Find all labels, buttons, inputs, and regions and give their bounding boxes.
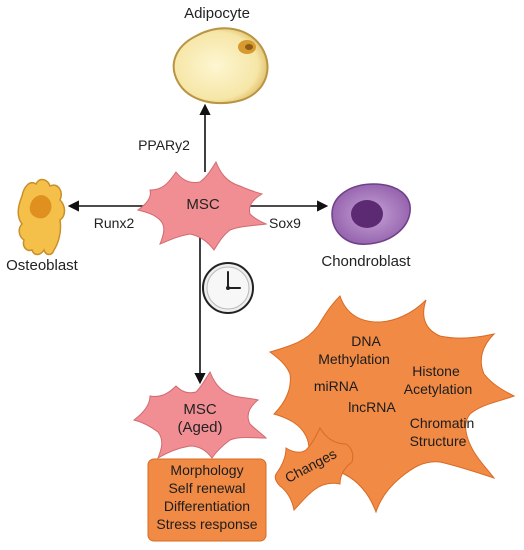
methylation-label: Methylation (318, 351, 390, 367)
osteoblast-nucleus (29, 195, 52, 219)
mirna-label: miRNA (314, 378, 359, 394)
aged-msc-label-line1: MSC (183, 401, 217, 418)
chromatin-label: Chromatin (410, 415, 475, 431)
structure-label: Structure (410, 433, 467, 449)
dna-label: DNA (351, 333, 381, 349)
osteoblast-label: Osteoblast (6, 257, 79, 274)
aged-msc-cell (132, 370, 268, 460)
pparg2-label: PPARy2 (138, 137, 190, 153)
aging-effect-item: Self renewal (168, 480, 245, 496)
sox9-label: Sox9 (269, 215, 301, 231)
adipocyte-label: Adipocyte (184, 5, 250, 22)
acetylation-label: Acetylation (404, 381, 472, 397)
chondroblast-cell (331, 183, 411, 245)
chondroblast-nucleus (351, 200, 383, 228)
chondroblast-label: Chondroblast (321, 253, 411, 270)
lncrna-label: lncRNA (348, 399, 396, 415)
aging-effect-item: Stress response (156, 516, 257, 532)
changes-cell (274, 426, 354, 512)
histone-label: Histone (412, 363, 460, 379)
osteoblast-cell (17, 178, 66, 256)
msc-label: MSC (186, 196, 220, 213)
adipocyte-cell (172, 27, 269, 105)
runx2-label: Runx2 (94, 215, 135, 231)
aging-effect-item: Differentiation (164, 498, 250, 514)
aged-msc-label-line2: (Aged) (177, 419, 222, 436)
aging-effect-item: Morphology (170, 462, 243, 478)
aging-effects-box (147, 458, 267, 542)
msc-cell (136, 160, 268, 251)
clock-icon (202, 262, 254, 314)
